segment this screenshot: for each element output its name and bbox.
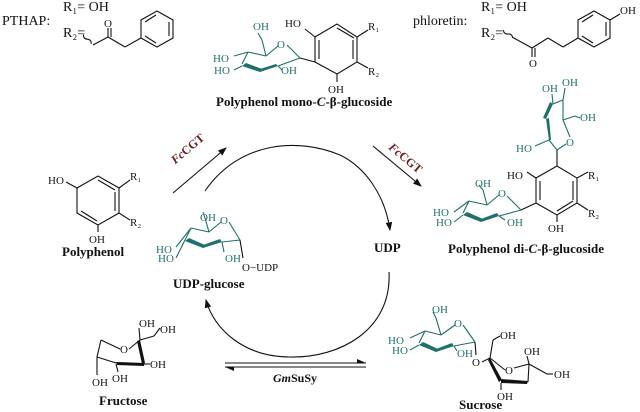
mono-glucoside-structure: HO R₁ R₂ OH O OH HO HO OH (213, 18, 379, 96)
hydroxyl-label: HO (433, 207, 449, 219)
hydroxyl-label: HO (48, 175, 64, 187)
hydroxyl-label: OH (160, 324, 176, 336)
hydroxyl-label: OH (542, 83, 558, 95)
o-udp-label: O−UDP (242, 262, 278, 274)
label-part-italic: C (528, 241, 538, 256)
sucrose-label: Sucrose (459, 397, 503, 412)
udp-label: UDP (374, 240, 401, 255)
hydroxyl-label: HO (213, 53, 229, 65)
wavy-bond (82, 34, 92, 44)
hydroxyl-label: HO (285, 18, 301, 30)
enzyme-label-gmsusy: GmSuSy (273, 371, 317, 386)
ring-oxygen: O (505, 365, 513, 377)
hydroxyl-label: OH (548, 223, 564, 235)
r1-label: R₁ (368, 21, 379, 33)
reaction-arrows (172, 144, 422, 371)
label-part-italic: C (316, 94, 326, 109)
hydroxyl-label: HO (214, 65, 230, 77)
r1-label: R₁ (130, 171, 141, 183)
hydroxyl-label: OH (620, 5, 636, 17)
arrow-step2 (372, 145, 422, 187)
enzyme-name: SuSy (291, 371, 318, 385)
r2-label: R₂ (368, 66, 379, 78)
hydroxyl-label: HO (392, 345, 408, 357)
hydroxyl-label: OH (475, 178, 491, 190)
pthap-r2-structure: O (82, 10, 174, 48)
hydroxyl-label: OH (500, 330, 516, 342)
udp-glucose-label: UDP-glucose (173, 276, 245, 291)
ring-oxygen: O (566, 137, 574, 149)
hydroxyl-label: OH (580, 112, 596, 124)
hydroxyl-label: HO (507, 170, 523, 182)
label-part: -β-glucoside (325, 94, 393, 109)
hydroxyl-label: OH (328, 84, 344, 96)
aromatic-ring (535, 165, 578, 216)
hydroxyl-label: OH (200, 212, 216, 224)
di-glucoside-label: Polyphenol di-C-β-glucoside (448, 241, 604, 257)
enzyme-prefix: Gm (273, 371, 291, 385)
hydroxyl-label: OH (507, 217, 523, 229)
hydroxyl-label: HO (388, 335, 404, 347)
mono-glucoside-label: Polyphenol mono-C-β-glucoside (216, 94, 392, 110)
polyphenol-label: Polyphenol (62, 244, 125, 259)
hydroxyl-label: OH (457, 348, 473, 360)
label-part: Polyphenol di- (448, 241, 529, 256)
hydroxyl-label: HO (516, 143, 532, 155)
hydroxyl-label: HO (156, 244, 172, 256)
ring-oxygen: O (277, 39, 285, 51)
hydroxyl-label: OH (432, 304, 448, 316)
carbonyl-oxygen: O (104, 18, 112, 30)
hydroxyl-label: OH (150, 359, 166, 371)
fructose-label: Fructose (99, 393, 148, 408)
ring-oxygen: O (498, 188, 506, 200)
glycosidic-oxygen: O (472, 357, 480, 369)
pthap-r2: R₂= (63, 26, 86, 41)
cycle-arc-lower (204, 271, 390, 358)
ring-oxygen: O (454, 318, 462, 330)
hydroxyl-label: OH (112, 373, 128, 385)
phenol-ring (577, 10, 611, 48)
phloretin-r2: R₂= (481, 26, 504, 41)
r1-label: R₁ (588, 170, 599, 182)
hydroxyl-label: OH (253, 21, 269, 33)
ring-oxygen: O (120, 344, 128, 356)
hydroxyl-label: OH (562, 77, 578, 89)
phloretin-label: phloretin: (413, 14, 468, 29)
arrow-step1 (172, 147, 227, 194)
label-part: Polyphenol mono- (216, 94, 317, 109)
r2-label: R₂ (130, 217, 141, 229)
cycle-arc-upper (204, 144, 393, 232)
hydroxyl-label: OH (281, 65, 297, 77)
hydroxyl-label: OH (554, 369, 570, 381)
carbonyl-oxygen: O (529, 58, 537, 70)
di-glucoside-structure: HO R₁ R₂ OH O OH HO HO OH O (433, 77, 599, 235)
hydroxyl-label: OH (139, 318, 155, 330)
hydroxyl-label: HO (158, 253, 174, 265)
hydroxyl-label: OH (89, 234, 105, 246)
hydroxyl-label: HO (436, 217, 452, 229)
phloretin-r1: R₁= OH (481, 0, 527, 15)
fructose-structure: O OH OH OH OH OH (92, 318, 176, 389)
udp-glucose-structure: O OH HO HO OH O−UDP (156, 211, 278, 274)
aromatic-ring (314, 23, 358, 75)
aromatic-ring (76, 175, 120, 226)
ring-oxygen: O (220, 215, 228, 227)
hydroxyl-label: OH (524, 346, 540, 358)
hydroxyl-label: OH (497, 391, 513, 403)
sucrose-structure: O OH HO HO OH O OH O OH OH OH (388, 304, 570, 403)
polyphenol-structure: HO R₁ R₂ OH (48, 171, 141, 246)
pthap-r1: R₁= OH (63, 0, 109, 15)
hydroxyl-label: OH (92, 377, 108, 389)
benzene-ring (140, 10, 174, 48)
r2-label: R₂ (588, 208, 599, 220)
wavy-bond (502, 30, 514, 38)
label-part: -β-glucoside (537, 241, 605, 256)
pthap-label: PTHAP: (2, 14, 51, 29)
hydroxyl-label: OH (225, 253, 241, 265)
phloretin-r2-structure: O OH (502, 5, 636, 70)
